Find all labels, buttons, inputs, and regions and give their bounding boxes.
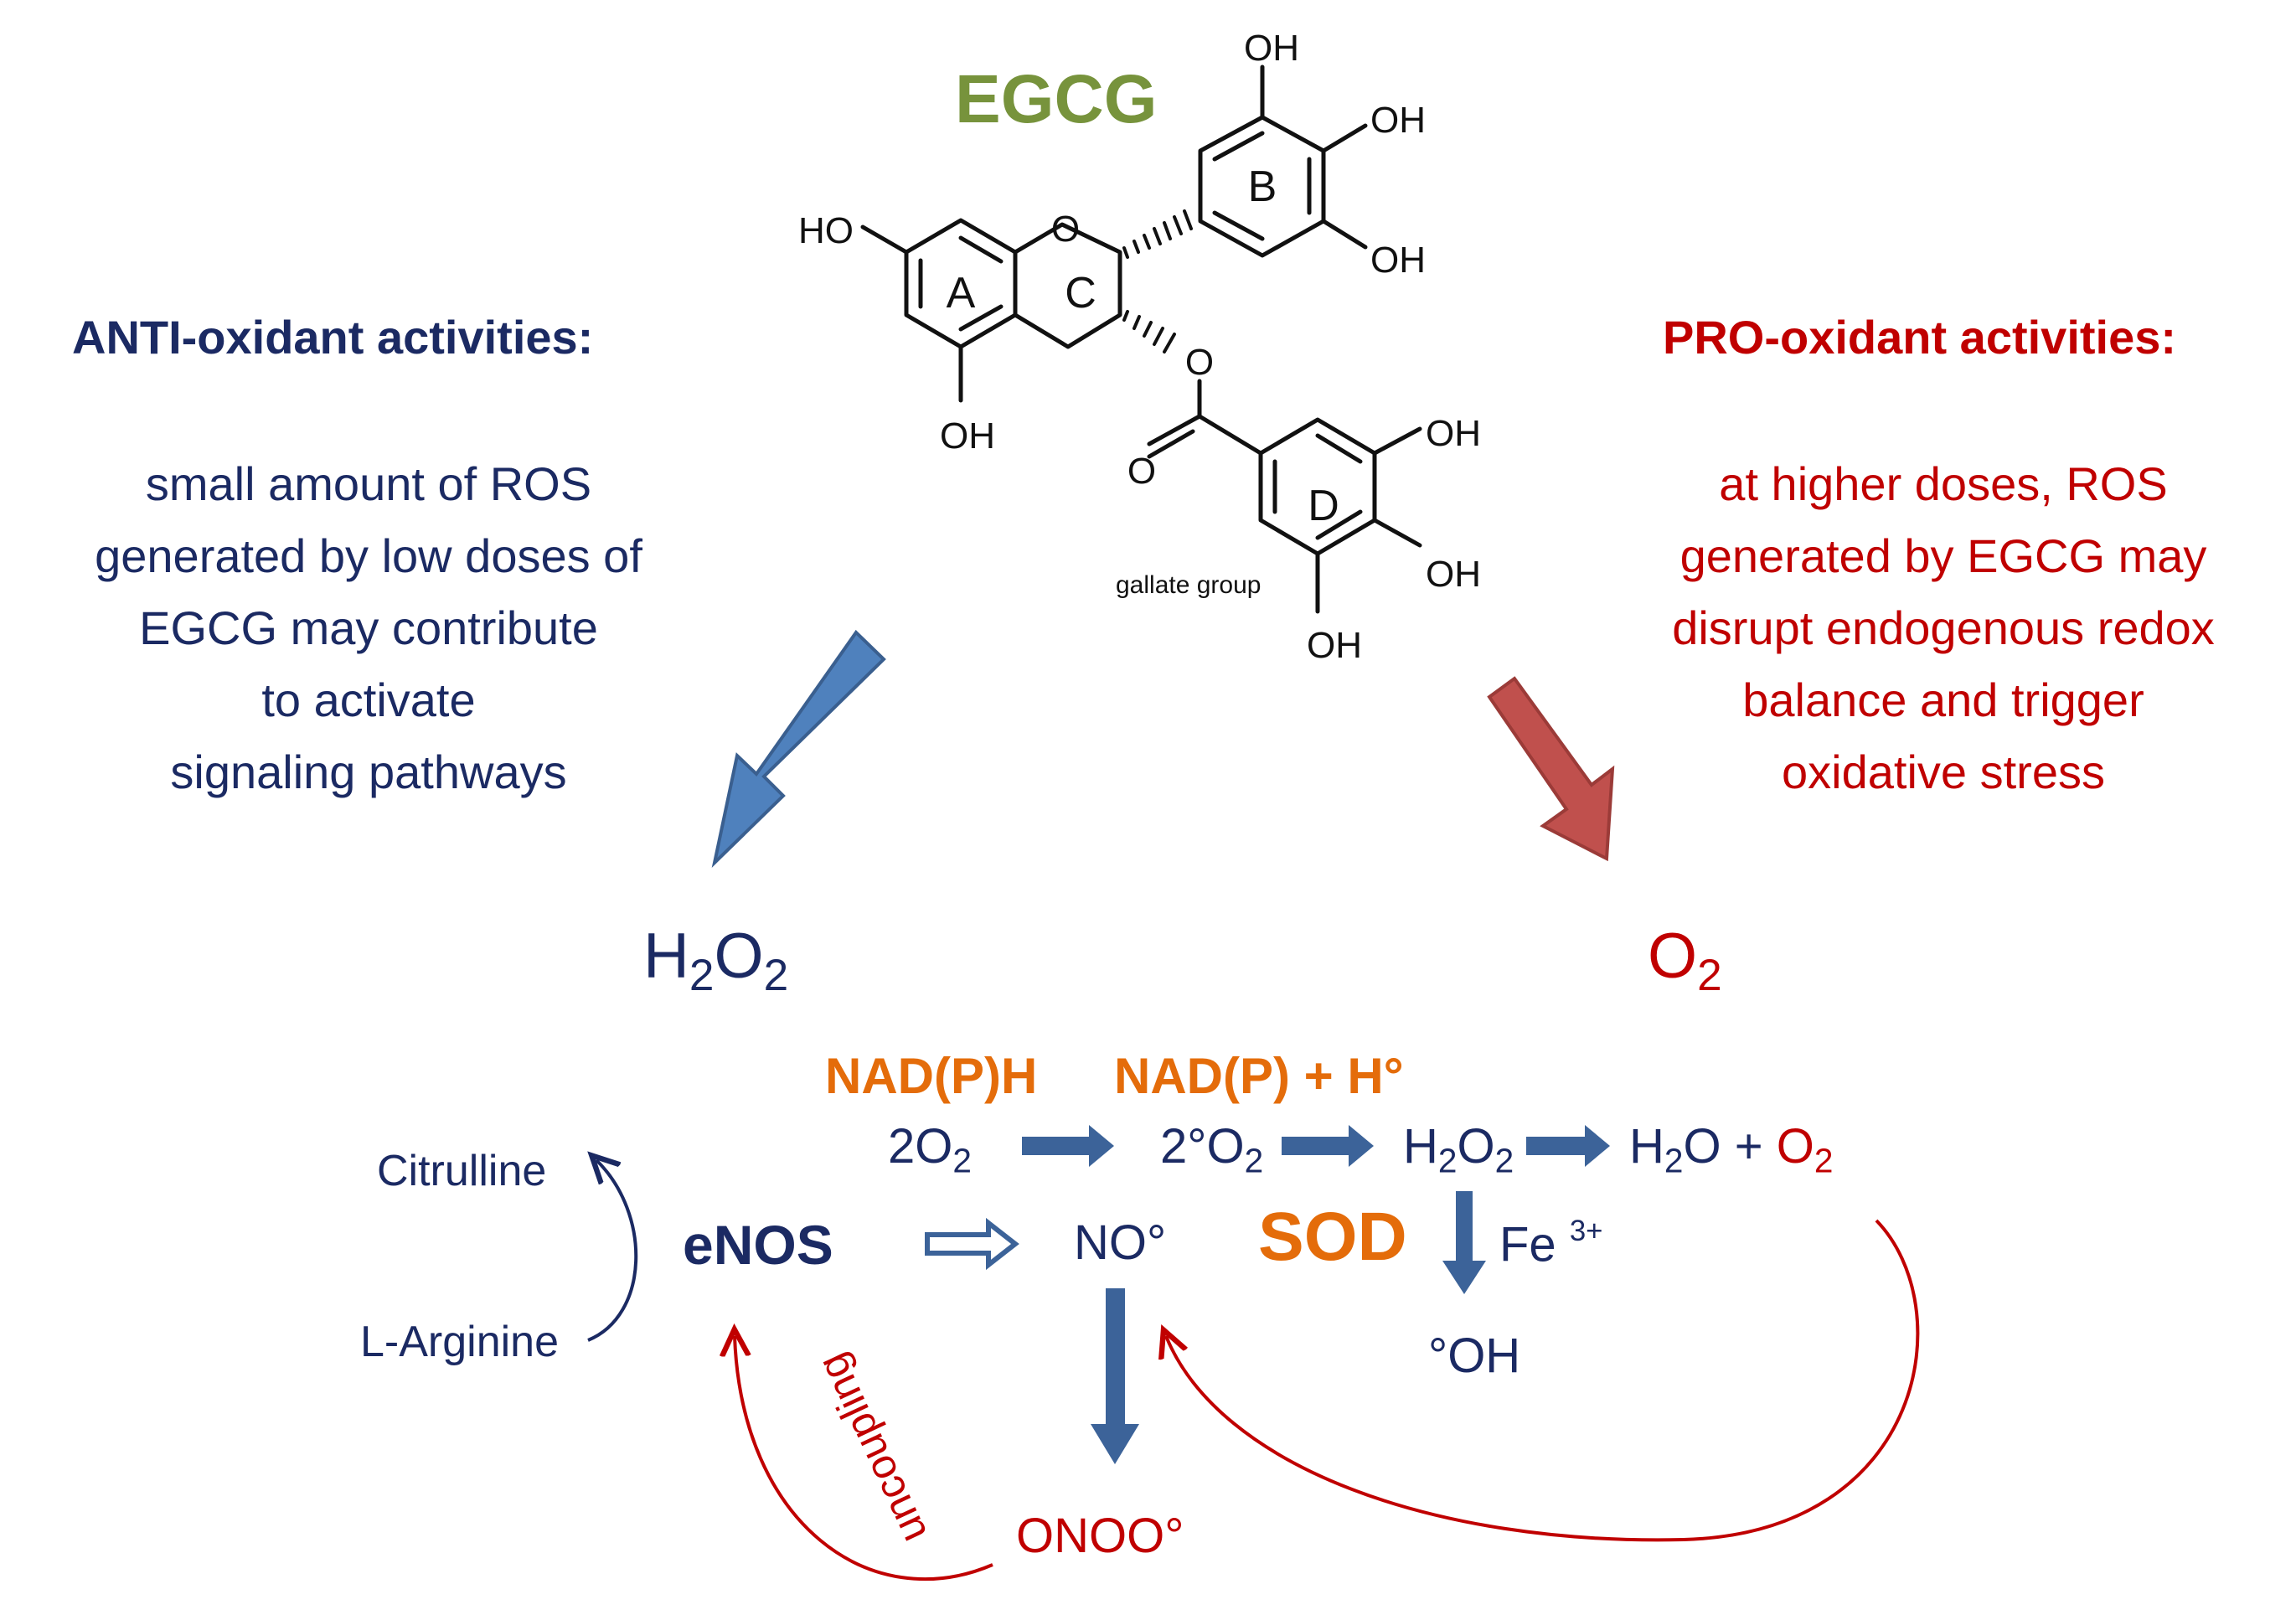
- ring-a-label: A: [947, 269, 976, 317]
- anti-line: EGCG may contribute: [139, 601, 598, 654]
- h2o2-chain: H2O2: [1403, 1119, 1514, 1180]
- sod-label: SOD: [1258, 1199, 1407, 1275]
- pro-oxidant-arrow: [1487, 676, 1615, 862]
- arrow-o2-to-superoxide: [1022, 1125, 1114, 1167]
- anti-line: signaling pathways: [170, 746, 567, 798]
- oh-label-a: OH: [940, 415, 995, 457]
- ring-c-label: C: [1065, 269, 1096, 317]
- citrulline-label: Citrulline: [377, 1147, 547, 1195]
- pro-line: at higher doses, ROS: [1719, 457, 2168, 510]
- o2-main: O2: [1648, 921, 1722, 1000]
- arrow-uncoupling: [735, 1336, 993, 1581]
- ho-label-a: HO: [798, 210, 854, 251]
- arrow-arginine-to-citrulline: [588, 1160, 638, 1342]
- pro-line: disrupt endogenous redox: [1672, 601, 2215, 654]
- oh-label-d1: OH: [1426, 413, 1481, 454]
- ester-oxygen: O: [1185, 342, 1214, 383]
- arrow-no-to-onoo: [1091, 1288, 1139, 1464]
- anti-line: small amount of ROS: [145, 457, 592, 510]
- anti-line: to activate: [261, 673, 476, 726]
- molecule-name: EGCG: [955, 61, 1158, 137]
- anti-line: generated by low doses of: [95, 529, 642, 582]
- oh-label-b3: OH: [1370, 240, 1426, 281]
- water-plus-o2: H2O + O2: [1629, 1119, 1834, 1180]
- pro-line: balance and trigger: [1742, 673, 2144, 726]
- superoxide: 2°O2: [1160, 1119, 1264, 1180]
- hydroxyl-radical-label: °OH: [1428, 1329, 1521, 1383]
- ring-c-oxygen: O: [1051, 209, 1080, 250]
- ring-b-label: B: [1248, 163, 1277, 211]
- arrow-superoxide-to-h2o2: [1282, 1125, 1374, 1167]
- onoo-label: ONOO°: [1016, 1509, 1184, 1563]
- nadp-label: NAD(P) + H°: [1114, 1048, 1404, 1104]
- carbonyl-oxygen: O: [1127, 451, 1156, 492]
- arrow-h2o2-to-water: [1526, 1125, 1610, 1167]
- ring-d-label: D: [1308, 482, 1339, 530]
- anti-oxidant-description: small amount of ROS generated by low dos…: [17, 448, 720, 808]
- anti-oxidant-heading: ANTI-oxidant activities:: [72, 311, 594, 364]
- arrow-h2o2-to-oh: [1442, 1191, 1486, 1294]
- oh-label-b1: OH: [1244, 28, 1299, 69]
- fe-label: Fe 3+: [1499, 1215, 1603, 1272]
- nadph-label: NAD(P)H: [825, 1048, 1038, 1104]
- pro-oxidant-heading: PRO-oxidant activities:: [1663, 311, 2177, 364]
- l-arginine-label: L-Arginine: [360, 1318, 560, 1366]
- oh-label-d2: OH: [1426, 554, 1481, 595]
- no-label: NO°: [1074, 1215, 1167, 1270]
- ring-c-bonds: [1013, 222, 1122, 349]
- h2o2-main: H2O2: [643, 921, 789, 1000]
- gallate-group-label: gallate group: [1116, 571, 1261, 599]
- oh-label-b2: OH: [1370, 100, 1426, 141]
- anti-oxidant-arrow: [711, 629, 886, 869]
- arrow-enos-to-no: [925, 1217, 1019, 1271]
- oxygen-2o2: 2O2: [888, 1119, 972, 1180]
- pro-line: oxidative stress: [1782, 746, 2105, 798]
- pro-line: generated by EGCG may: [1679, 529, 2207, 582]
- pro-oxidant-description: at higher doses, ROS generated by EGCG m…: [1596, 448, 2291, 808]
- arrow-o2-to-no: [1166, 1219, 1920, 1542]
- oh-label-d3: OH: [1307, 625, 1362, 666]
- enos-label: eNOS: [683, 1214, 833, 1276]
